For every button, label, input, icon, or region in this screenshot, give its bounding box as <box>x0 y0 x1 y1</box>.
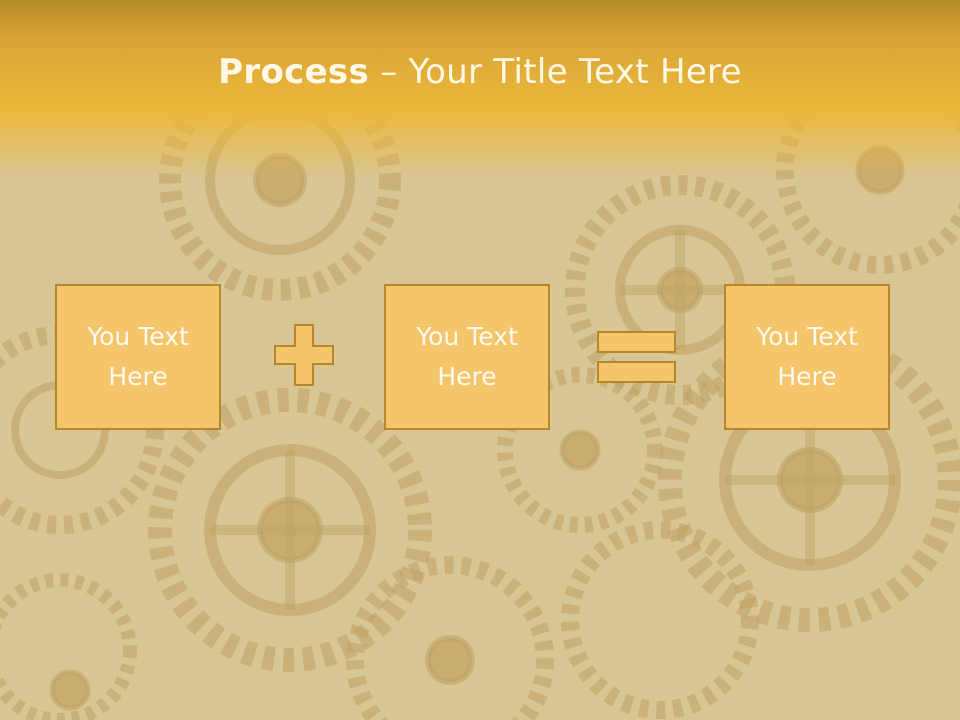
slide-title-rest: – Your Title Text Here <box>369 52 742 92</box>
process-box-1-text: You Text Here <box>87 322 189 391</box>
title-band <box>0 0 960 180</box>
process-box-2[interactable]: You Text Here <box>384 284 550 430</box>
process-box-3[interactable]: You Text Here <box>724 284 890 430</box>
plus-icon <box>274 324 334 386</box>
equals-icon <box>597 331 676 383</box>
slide-title: Process – Your Title Text Here <box>0 52 960 92</box>
process-box-3-text: You Text Here <box>756 322 858 391</box>
slide-title-bold: Process <box>218 52 370 92</box>
process-box-1[interactable]: You Text Here <box>55 284 221 430</box>
process-box-2-text: You Text Here <box>416 322 518 391</box>
